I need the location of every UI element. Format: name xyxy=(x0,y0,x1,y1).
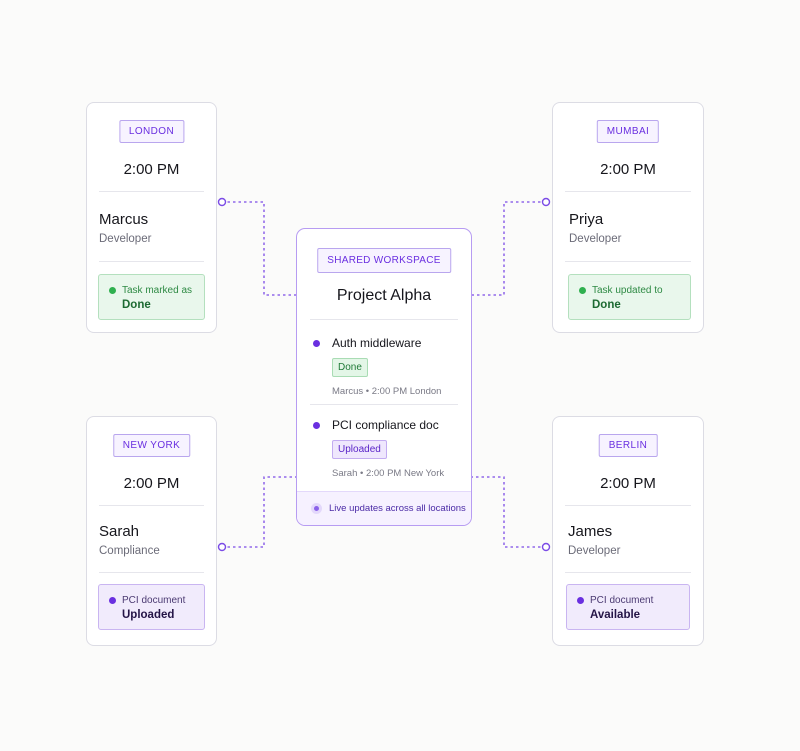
card-divider xyxy=(565,261,691,262)
location-time: 2:00 PM xyxy=(123,475,180,492)
person-role: Developer xyxy=(568,545,621,557)
status-dot-icon xyxy=(109,597,116,604)
task-status-badge: Uploaded xyxy=(332,440,387,459)
card-divider xyxy=(99,191,204,192)
location-tag: MUMBAI xyxy=(596,120,660,143)
status-text: Task updated to xyxy=(592,285,663,296)
task-meta: Sarah • 2:00 PM New York xyxy=(332,468,445,479)
location-card-mumbai: MUMBAI 2:00 PM Priya Developer Task upda… xyxy=(552,102,704,333)
live-indicator-icon xyxy=(311,503,322,514)
connector-mumbai xyxy=(472,201,546,296)
task-item: PCI compliance doc Uploaded Sarah • 2:00… xyxy=(313,418,445,479)
task-title: Auth middleware xyxy=(332,336,422,350)
location-tag: BERLIN xyxy=(598,434,658,457)
task-dot-icon xyxy=(313,340,320,347)
workspace-title: Project Alpha xyxy=(336,287,432,304)
connector-new-york xyxy=(222,476,296,548)
status-box: PCI document Uploaded xyxy=(98,584,205,630)
status-value: Available xyxy=(590,609,641,621)
connector-london xyxy=(222,201,296,296)
location-card-london: LONDON 2:00 PM Marcus Developer Task mar… xyxy=(86,102,217,333)
task-dot-icon xyxy=(313,422,320,429)
status-box: Task updated to Done xyxy=(568,274,691,320)
connector-node-mumbai xyxy=(541,197,551,207)
live-updates-text: Live updates across all locations xyxy=(329,503,466,514)
connector-node-london xyxy=(217,197,227,207)
location-tag: LONDON xyxy=(118,120,185,143)
workspace-footer: Live updates across all locations xyxy=(297,491,471,525)
person-role: Developer xyxy=(99,233,152,245)
task-title: PCI compliance doc xyxy=(332,418,439,432)
connector-berlin xyxy=(472,476,546,548)
location-card-new-york: NEW YORK 2:00 PM Sarah Compliance PCI do… xyxy=(86,416,217,646)
shared-workspace-card: SHARED WORKSPACE Project Alpha Auth midd… xyxy=(296,228,472,526)
task-status-badge: Done xyxy=(332,358,368,377)
workspace-divider xyxy=(310,404,458,405)
status-text: PCI document xyxy=(122,595,186,606)
status-box: PCI document Available xyxy=(566,584,690,630)
status-dot-icon xyxy=(577,597,584,604)
status-dot-icon xyxy=(579,287,586,294)
person-name: Sarah xyxy=(99,523,140,540)
card-divider xyxy=(565,505,691,506)
card-divider xyxy=(99,505,204,506)
card-divider xyxy=(99,261,204,262)
status-value: Done xyxy=(592,299,621,311)
status-dot-icon xyxy=(109,287,116,294)
location-card-berlin: BERLIN 2:00 PM James Developer PCI docum… xyxy=(552,416,704,646)
card-divider xyxy=(565,572,691,573)
person-role: Developer xyxy=(569,233,622,245)
task-meta: Marcus • 2:00 PM London xyxy=(332,386,442,397)
status-text: PCI document xyxy=(590,595,654,606)
location-time: 2:00 PM xyxy=(600,161,656,178)
status-box: Task marked as Done xyxy=(98,274,205,320)
status-text: Task marked as xyxy=(122,285,193,296)
person-name: James xyxy=(568,523,613,540)
workspace-divider xyxy=(310,319,458,320)
connector-node-berlin xyxy=(541,542,551,552)
person-name: Priya xyxy=(569,211,604,228)
location-tag: NEW YORK xyxy=(112,434,191,457)
location-time: 2:00 PM xyxy=(600,475,656,492)
location-time: 2:00 PM xyxy=(123,161,180,178)
status-value: Done xyxy=(122,299,151,311)
task-item: Auth middleware Done Marcus • 2:00 PM Lo… xyxy=(313,336,442,397)
card-divider xyxy=(565,191,691,192)
workspace-tag: SHARED WORKSPACE xyxy=(317,248,451,273)
person-name: Marcus xyxy=(99,211,149,228)
person-role: Compliance xyxy=(99,545,160,557)
status-value: Uploaded xyxy=(122,609,175,621)
connector-node-new-york xyxy=(217,542,227,552)
card-divider xyxy=(99,572,204,573)
